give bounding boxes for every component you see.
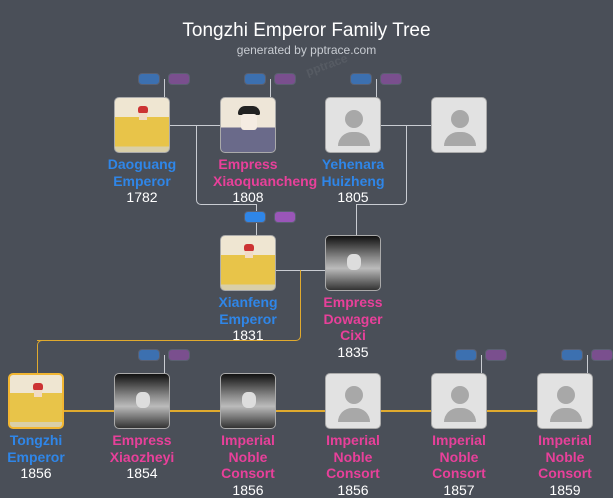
person-name: Xianfeng Emperor	[218, 294, 278, 327]
portrait-consort-4[interactable]	[537, 373, 593, 429]
portrait-consort-1[interactable]	[220, 373, 276, 429]
birth-year: 1808	[232, 189, 264, 205]
connector-line	[37, 270, 301, 341]
connector-line	[481, 355, 482, 373]
person-name: Tongzhi Emperor	[7, 432, 65, 465]
connector-line	[37, 340, 48, 374]
portrait-xiaoquancheng[interactable]	[220, 97, 276, 153]
birth-year: 1859	[549, 481, 581, 498]
expand-mother-button[interactable]	[274, 211, 296, 223]
person-name: Imperial Noble Consort	[326, 432, 380, 481]
person-name: Imperial Noble Consort	[432, 432, 486, 481]
page-subtitle: generated by pptrace.com	[236, 43, 377, 57]
expand-father-button[interactable]	[244, 73, 266, 85]
expand-father-button[interactable]	[138, 349, 160, 361]
person-name: Imperial Noble Consort	[538, 432, 592, 481]
expand-father-button[interactable]	[455, 349, 477, 361]
portrait-xiaozheyi[interactable]	[114, 373, 170, 429]
birth-year: 1805	[337, 189, 369, 205]
connector-line	[196, 125, 257, 205]
birth-year: 1782	[126, 189, 158, 205]
expand-mother-button[interactable]	[274, 73, 296, 85]
connector-line	[64, 410, 537, 412]
connector-line	[356, 204, 357, 235]
portrait-cixi[interactable]	[325, 235, 381, 291]
birth-year: 1856	[20, 465, 52, 481]
person-name: Empress Dowager Cixi	[323, 294, 383, 343]
connector-line	[376, 79, 377, 97]
connector-line	[164, 355, 165, 373]
portrait-tongzhi[interactable]	[8, 373, 64, 429]
expand-mother-button[interactable]	[168, 73, 190, 85]
expand-mother-button[interactable]	[168, 349, 190, 361]
birth-year: 1835	[337, 343, 369, 360]
birth-year: 1854	[126, 465, 158, 481]
portrait-consort-3[interactable]	[431, 373, 487, 429]
person-name: Empress Xiaoquancheng	[213, 156, 318, 189]
expand-mother-button[interactable]	[380, 73, 402, 85]
expand-mother-button[interactable]	[591, 349, 613, 361]
portrait-unknown-spouse[interactable]	[431, 97, 487, 153]
birth-year: 1831	[232, 327, 264, 343]
page-title: Tongzhi Emperor Family Tree	[182, 20, 431, 41]
connector-line	[356, 125, 407, 205]
birth-year: 1856	[337, 481, 369, 498]
connector-line	[270, 79, 271, 97]
expand-mother-button[interactable]	[485, 349, 507, 361]
expand-father-button[interactable]	[138, 73, 160, 85]
person-name: Empress Xiaozheyi	[109, 432, 175, 465]
portrait-consort-2[interactable]	[325, 373, 381, 429]
person-name: Imperial Noble Consort	[221, 432, 275, 481]
portrait-yehenara[interactable]	[325, 97, 381, 153]
portrait-xianfeng[interactable]	[220, 235, 276, 291]
connector-line	[587, 355, 588, 373]
birth-year: 1856	[232, 481, 264, 498]
person-name: Daoguang Emperor	[107, 156, 177, 189]
connector-line	[164, 79, 165, 97]
expand-father-button[interactable]	[561, 349, 583, 361]
expand-father-button[interactable]	[350, 73, 372, 85]
connector-line	[170, 125, 220, 126]
portrait-daoguang[interactable]	[114, 97, 170, 153]
person-name: Yehenara Huizheng	[321, 156, 385, 189]
birth-year: 1857	[443, 481, 475, 498]
expand-father-button[interactable]	[244, 211, 266, 223]
